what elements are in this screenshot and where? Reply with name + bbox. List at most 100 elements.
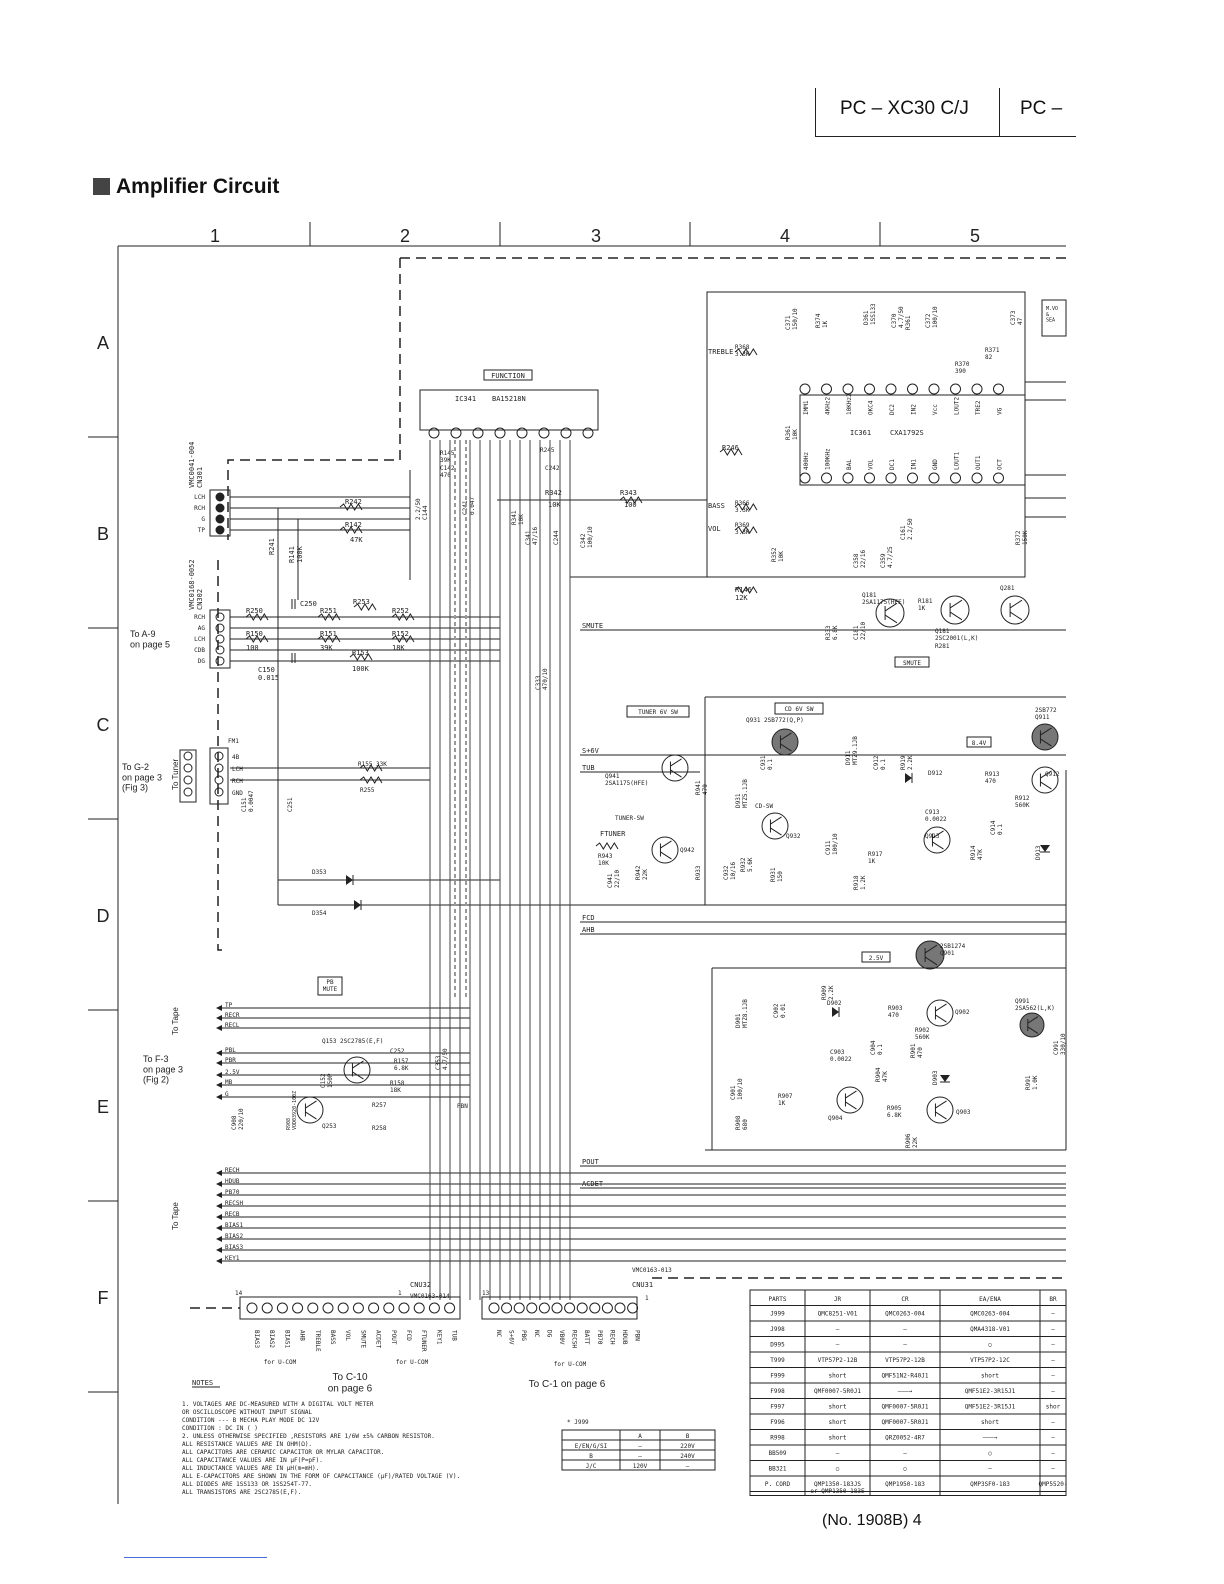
c904-label-line: C904 — [870, 1040, 877, 1055]
c353-label-line: C353 — [435, 1055, 442, 1070]
tape-net-label: BIAS3 — [225, 1244, 243, 1251]
parts-cell: — — [1051, 1342, 1055, 1349]
d913-label: D913 — [1035, 845, 1042, 860]
ic341-pin — [516, 427, 528, 439]
parts-cell: QMC8251-V01 — [818, 1311, 858, 1318]
pbn-label: PBN — [457, 1103, 468, 1110]
transistor-symbol — [940, 595, 970, 625]
r943-label-line: 10K — [598, 860, 609, 867]
cnu32-pin — [292, 1302, 304, 1314]
transistor-symbol — [1019, 1012, 1045, 1038]
arrow-icon — [216, 1203, 222, 1209]
transistor-symbol — [296, 1096, 324, 1124]
transistor-symbol — [875, 598, 905, 628]
cnu31-pin — [513, 1302, 525, 1314]
d931-label: D931MTZ5.1JB — [735, 779, 749, 808]
grid-row-label: C — [97, 715, 110, 735]
tape-net-label: RECR — [225, 1012, 240, 1019]
grid-column-label: 1 — [210, 226, 220, 246]
mvol-label-line: SEA — [1046, 318, 1055, 324]
d353-label: D353 — [312, 869, 327, 876]
ftuner-label: FTUNER — [600, 830, 626, 838]
c902-label-line: 0.01 — [780, 1003, 787, 1018]
r141-label-line: R141 — [288, 546, 296, 563]
r912-label-line: 560K — [1015, 802, 1030, 809]
c152-label-line: 150P — [327, 1073, 334, 1088]
c252-label: C252 — [390, 1048, 405, 1055]
parts-cell: — — [1051, 1311, 1055, 1318]
r158-label-line: R158 — [390, 1080, 405, 1087]
cnu32-signal-label: FCD — [405, 1330, 412, 1341]
d361-label: D3611SS133 — [863, 303, 877, 325]
parts-cell: QMC0263-004 — [885, 1311, 925, 1318]
d901-label-line: MTZ8.1JB — [742, 999, 749, 1028]
c991-label: C991330/10 — [1053, 1033, 1067, 1055]
q911-label-line: 2SB772 — [1035, 707, 1057, 714]
c250-label: C250 — [300, 600, 317, 608]
cnu31-pin — [589, 1302, 601, 1314]
transistor-symbol — [926, 999, 954, 1027]
page-footer: (No. 1908B) 4 — [822, 1512, 922, 1529]
tuner6v-label: TUNER 6V SW — [638, 709, 678, 716]
r361-label-line: 10K — [792, 429, 799, 440]
resistor-symbol — [619, 496, 643, 504]
c372-label: C372100/10 — [925, 306, 939, 328]
d901-label-line: D901 — [735, 1013, 742, 1028]
arrow-icon — [216, 1225, 222, 1231]
r371-label-line: R371 — [985, 347, 1000, 354]
cn301-pin-label: LCH — [194, 494, 205, 501]
cnu32-pin — [307, 1302, 319, 1314]
q903-label: Q903 — [956, 1109, 971, 1116]
parts-cell: ○ — [836, 1466, 840, 1473]
ic361-bottom-pin — [950, 472, 961, 484]
ref-to-c10-line: To C-10 — [332, 1372, 367, 1383]
transistor-collector — [770, 816, 782, 825]
for-ucom-label: for U-COM — [396, 1359, 429, 1366]
r374-label: R3741K — [815, 313, 829, 328]
q911-label-line: Q911 — [1035, 714, 1050, 721]
c901-label: C901100/10 — [730, 1078, 744, 1100]
cn301-pin — [215, 503, 225, 513]
cnu32-signal-label: VOL — [344, 1330, 351, 1341]
cnu32-signal-label: FTUNER — [420, 1330, 427, 1352]
cnu31-signal-label: PBG — [520, 1330, 527, 1341]
ic341-part: BA15218N — [492, 395, 526, 403]
transistor-symbol — [926, 1096, 954, 1124]
ic361-top-pin — [799, 383, 811, 395]
cnu31-signal-label: VB0V — [558, 1330, 565, 1345]
r918-label-line: 1.2K — [860, 875, 867, 890]
transistor-collector — [924, 944, 938, 954]
parts-cell: ○ — [988, 1342, 992, 1349]
r918-label-line: R918 — [853, 875, 860, 890]
arrow-icon — [216, 1170, 222, 1176]
cnu32-signal-label: AHB — [299, 1330, 306, 1341]
r914-label-line: 47K — [977, 849, 984, 860]
c914-label: C9140.1 — [990, 820, 1004, 835]
cd6v-label: CD 6V SW — [785, 706, 814, 713]
r903-label-line: 470 — [888, 1012, 899, 1019]
c373-label: C37347 — [1010, 310, 1024, 325]
r342-label: R342 — [545, 489, 562, 497]
transistor-symbol — [1031, 766, 1059, 794]
ic361-bottom-pin-label: BAL — [846, 459, 853, 470]
transistor-collector — [352, 1060, 364, 1069]
c241-label-line: 0.047 — [469, 497, 476, 515]
r342-value: 10K — [548, 501, 561, 509]
r919-label: R9192.2K — [900, 755, 914, 770]
r343-value: 100 — [624, 501, 637, 509]
ic361-bottom-pin-label: 100KHz — [825, 448, 832, 470]
transistor-symbol — [836, 1086, 864, 1114]
cnu32-part: VMC0163-014 — [410, 1293, 450, 1300]
r931-label-line: 150 — [777, 871, 784, 882]
parts-cell: QMF0007-5R0J1 — [882, 1404, 929, 1411]
resistor-symbol — [353, 603, 377, 611]
parts-cell: QMF0007-5R0J1 — [882, 1419, 929, 1426]
resistor-symbol — [734, 348, 758, 356]
resistor-symbol — [595, 842, 619, 850]
